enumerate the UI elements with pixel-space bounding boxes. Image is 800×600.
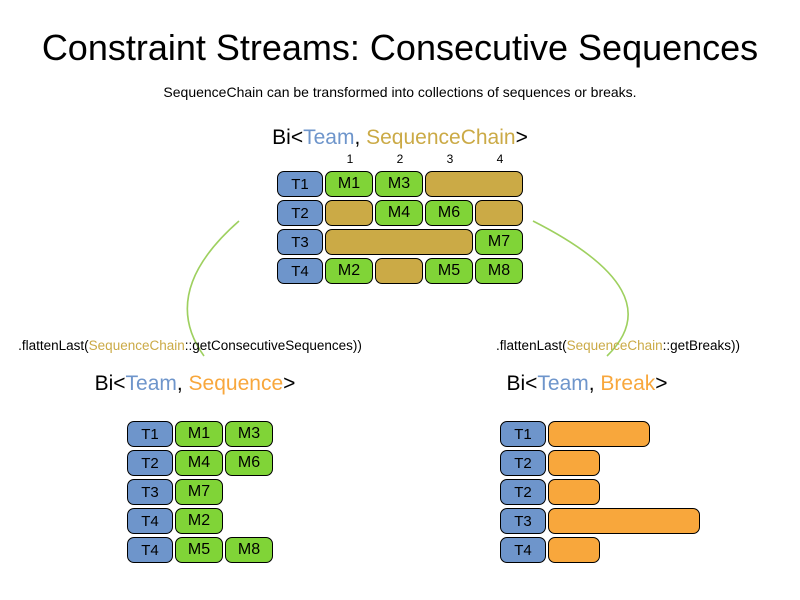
sequencechain-type-label: Bi<Team, SequenceChain>	[0, 126, 800, 150]
sequencechain-type-text: SequenceChain	[366, 126, 516, 149]
team-cell: T4	[127, 508, 173, 534]
match-cell: M3	[375, 171, 423, 197]
match-cell: M4	[375, 200, 423, 226]
match-cell: M6	[425, 200, 473, 226]
table-row: T2 M4 M6	[277, 200, 525, 226]
fn-type-text: SequenceChain	[88, 338, 185, 353]
match-cell: M7	[475, 229, 523, 255]
team-cell: T4	[277, 258, 323, 284]
break-bar	[548, 450, 600, 476]
fn-type-text: SequenceChain	[566, 338, 663, 353]
chain-gap-cell	[425, 171, 523, 197]
column-header-3: 3	[446, 152, 454, 166]
fn-prefix: .flattenLast(	[18, 338, 89, 353]
table-row: T3 M7	[277, 229, 525, 255]
break-bar	[548, 421, 650, 447]
table-row: T3	[500, 508, 702, 534]
team-cell: T3	[277, 229, 323, 255]
match-cell: M6	[225, 450, 273, 476]
team-cell: T2	[127, 450, 173, 476]
table-row: T1	[500, 421, 702, 447]
team-cell: T3	[500, 508, 546, 534]
type-prefix: Bi<	[94, 372, 126, 395]
chain-gap-cell	[325, 229, 473, 255]
table-row: T2 M4 M6	[127, 450, 275, 476]
fn-prefix: .flattenLast(	[496, 338, 567, 353]
sequence-table: T1 M1 M3 T2 M4 M6 T3 M7 T4 M2 T4 M5 M8	[127, 421, 275, 563]
break-table: T1 T2 T2 T3 T4	[500, 421, 702, 563]
table-row: T1 M1 M3	[127, 421, 275, 447]
team-cell: T4	[127, 537, 173, 563]
table-row: T4	[500, 537, 702, 563]
column-headers: 1 2 3 4	[325, 152, 525, 166]
break-bar	[548, 508, 700, 534]
chain-gap-cell	[475, 200, 523, 226]
type-prefix: Bi<	[506, 372, 538, 395]
team-cell: T1	[127, 421, 173, 447]
column-header-2: 2	[396, 152, 404, 166]
table-row: T1 M1 M3	[277, 171, 525, 197]
match-cell: M5	[425, 258, 473, 284]
page-title: Constraint Streams: Consecutive Sequence…	[41, 27, 759, 68]
type-prefix: Bi<	[272, 126, 304, 149]
team-type-text: Team	[303, 126, 355, 149]
table-row: T4 M5 M8	[127, 537, 275, 563]
sequence-type-label: Bi<Team, Sequence>	[85, 372, 305, 396]
sequence-chain-table: T1 M1 M3 T2 M4 M6 T3 M7 T4 M2 M5 M8	[277, 171, 525, 284]
type-separator: ,	[176, 372, 189, 395]
match-cell: M8	[475, 258, 523, 284]
chain-gap-cell	[375, 258, 423, 284]
match-cell: M2	[325, 258, 373, 284]
team-cell: T2	[500, 450, 546, 476]
fn-suffix: ::getConsecutiveSequences))	[184, 338, 362, 353]
match-cell: M3	[225, 421, 273, 447]
team-type-text: Team	[125, 372, 177, 395]
right-connector-arc	[532, 220, 629, 357]
type-suffix: >	[283, 372, 296, 395]
break-bar	[548, 479, 600, 505]
team-type-text: Team	[537, 372, 589, 395]
left-connector-arc	[186, 220, 240, 357]
flatten-breaks-label: .flattenLast(SequenceChain::getBreaks))	[440, 338, 796, 353]
fn-suffix: ::getBreaks))	[662, 338, 740, 353]
type-suffix: >	[655, 372, 668, 395]
flatten-sequences-label: .flattenLast(SequenceChain::getConsecuti…	[0, 338, 380, 353]
match-cell: M5	[175, 537, 223, 563]
match-cell: M7	[175, 479, 223, 505]
team-cell: T2	[277, 200, 323, 226]
table-row: T4 M2 M5 M8	[277, 258, 525, 284]
team-cell: T2	[500, 479, 546, 505]
match-cell: M8	[225, 537, 273, 563]
team-cell: T4	[500, 537, 546, 563]
team-cell: T1	[277, 171, 323, 197]
match-cell: M1	[325, 171, 373, 197]
match-cell: M2	[175, 508, 223, 534]
type-suffix: >	[515, 126, 528, 149]
table-row: T2	[500, 479, 702, 505]
team-cell: T3	[127, 479, 173, 505]
match-cell: M1	[175, 421, 223, 447]
type-separator: ,	[354, 126, 367, 149]
table-row: T2	[500, 450, 702, 476]
page-subtitle: SequenceChain can be transformed into co…	[163, 84, 637, 100]
column-header-4: 4	[496, 152, 504, 166]
break-type-text: Break	[600, 372, 656, 395]
sequence-type-text: Sequence	[188, 372, 284, 395]
type-separator: ,	[588, 372, 601, 395]
table-row: T3 M7	[127, 479, 275, 505]
match-cell: M4	[175, 450, 223, 476]
column-header-1: 1	[346, 152, 354, 166]
chain-gap-cell	[325, 200, 373, 226]
table-row: T4 M2	[127, 508, 275, 534]
break-bar	[548, 537, 600, 563]
break-type-label: Bi<Team, Break>	[477, 372, 697, 396]
team-cell: T1	[500, 421, 546, 447]
